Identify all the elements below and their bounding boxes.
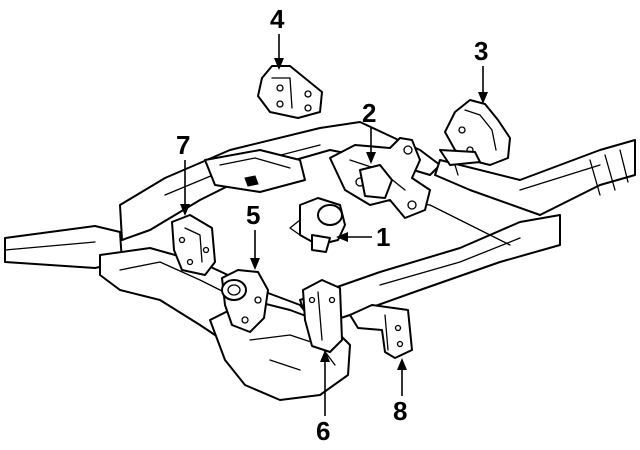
callout-7-label: 7 bbox=[176, 130, 190, 160]
callout-2: 2 bbox=[362, 98, 376, 164]
part-1-insulator bbox=[289, 197, 346, 253]
callout-3-label: 3 bbox=[474, 36, 488, 66]
callout-1-label: 1 bbox=[376, 222, 390, 252]
callout-4: 4 bbox=[270, 4, 285, 70]
part-7-bracket bbox=[171, 214, 216, 276]
callout-7: 7 bbox=[176, 130, 190, 216]
callout-6-label: 6 bbox=[316, 416, 330, 446]
callout-8: 8 bbox=[393, 358, 407, 426]
part-6-bracket bbox=[302, 279, 343, 353]
callout-2-label: 2 bbox=[362, 98, 376, 128]
part-4-mount-bracket bbox=[257, 65, 323, 119]
frame-assembly bbox=[4, 121, 636, 401]
callout-8-label: 8 bbox=[393, 396, 407, 426]
callout-4-label: 4 bbox=[270, 4, 285, 34]
part-3-mount bbox=[439, 99, 511, 176]
part-5-mount bbox=[221, 269, 269, 333]
callout-6: 6 bbox=[316, 350, 330, 446]
part-8-bracket bbox=[349, 304, 413, 359]
callout-5: 5 bbox=[246, 200, 260, 270]
callout-3: 3 bbox=[474, 36, 488, 104]
callout-1: 1 bbox=[336, 222, 390, 252]
callout-5-label: 5 bbox=[246, 200, 260, 230]
part-2-bracket bbox=[329, 137, 431, 219]
